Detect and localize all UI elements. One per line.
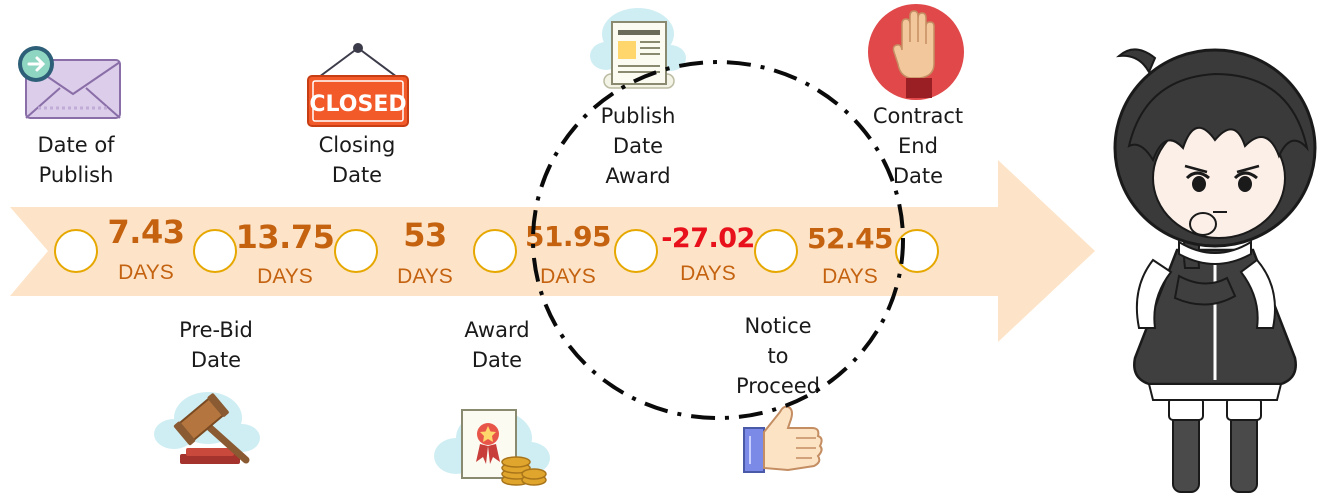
timeline-node-1 [54, 229, 98, 273]
closed-sign-icon: CLOSED [307, 43, 409, 127]
milestone-label-line: Closing [318, 133, 396, 157]
milestone-label-line: to [767, 344, 789, 368]
duration-value-4: 51.95 [524, 220, 612, 253]
duration-unit-4: DAYS [540, 265, 596, 288]
milestone-label-line: Date of [37, 133, 115, 157]
milestone-label-line: Date [331, 163, 383, 187]
milestone-label-line: Notice [744, 314, 812, 338]
closed-sign-text: CLOSED [309, 92, 406, 117]
duration-value-3: 53 [403, 216, 447, 254]
duration-unit-6: DAYS [822, 265, 878, 288]
milestone-label-line: Award [464, 318, 530, 342]
milestone-label-line: Date [612, 134, 664, 158]
timeline-node-6 [754, 229, 798, 273]
milestone-date-of-publish: Date of Publish [37, 130, 114, 190]
milestone-label-line: Award [605, 164, 671, 188]
milestone-label-line: End [898, 134, 938, 158]
duration-unit-1: DAYS [118, 261, 174, 284]
thumbs-up-icon [743, 405, 823, 473]
milestone-label-line: Proceed [735, 374, 821, 398]
milestone-closing-date: Closing Date [319, 130, 396, 190]
gavel-icon [154, 392, 260, 464]
thinking-character-illustration [1113, 48, 1317, 493]
duration-unit-3: DAYS [397, 265, 453, 288]
milestone-label-line: Date [892, 164, 944, 188]
milestone-label-line: Publish [38, 163, 114, 187]
duration-value-1: 7.43 [107, 213, 185, 251]
duration-value-6: 52.45 [806, 222, 894, 255]
milestone-label-line: Pre-Bid [179, 318, 253, 342]
timeline-node-3 [334, 229, 378, 273]
timeline-node-2 [193, 229, 237, 273]
stop-hand-icon [868, 4, 964, 100]
milestone-award-date: Award Date [464, 315, 529, 375]
milestone-label-line: Contract [872, 104, 964, 128]
certificate-coins-icon [434, 409, 550, 486]
duration-unit-2: DAYS [257, 265, 313, 288]
milestone-label-line: Publish [600, 104, 676, 128]
milestone-label-line: Date [471, 348, 523, 372]
milestone-pre-bid-date: Pre-Bid Date [179, 315, 253, 375]
newspaper-icon [590, 8, 686, 89]
timeline-node-7 [895, 229, 939, 273]
duration-value-5: -27.02 [661, 223, 755, 254]
milestone-publish-date-award: Publish Date Award [601, 101, 676, 191]
duration-value-2: 13.75 [235, 218, 335, 256]
milestone-notice-to-proceed: Notice to Proceed [736, 311, 820, 401]
milestone-label-line: Date [190, 348, 242, 372]
timeline-node-5 [614, 229, 658, 273]
duration-unit-5: DAYS [680, 262, 736, 285]
milestone-contract-end-date: Contract End Date [873, 101, 963, 191]
envelope-icon [18, 46, 121, 119]
timeline-node-4 [473, 229, 517, 273]
